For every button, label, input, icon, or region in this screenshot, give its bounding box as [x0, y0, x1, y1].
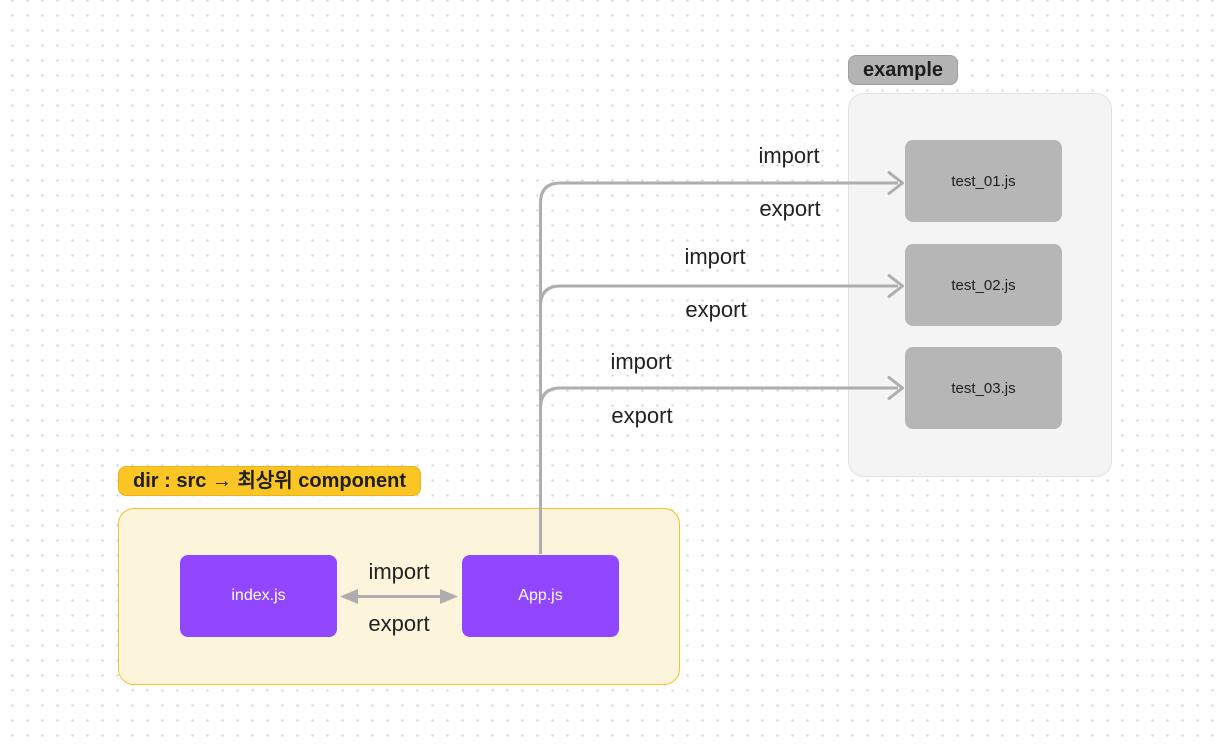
- file-node-label: index.js: [231, 587, 286, 604]
- src-section-label[interactable]: dir : src → 최상위 component: [118, 466, 422, 496]
- file-node-app[interactable]: App.js: [462, 555, 619, 637]
- file-node-label: App.js: [518, 587, 563, 604]
- label-export-test01[interactable]: export: [759, 196, 821, 221]
- label-export-index-app[interactable]: export: [368, 611, 430, 636]
- file-node-test01[interactable]: test_01.js: [905, 140, 1062, 222]
- example-section-label[interactable]: example: [848, 55, 959, 85]
- file-node-label: test_03.js: [951, 379, 1016, 397]
- label-import-test03[interactable]: import: [610, 349, 672, 374]
- file-node-test02[interactable]: test_02.js: [905, 244, 1062, 326]
- file-node-index[interactable]: index.js: [180, 555, 337, 637]
- label-export-test03[interactable]: export: [611, 403, 673, 428]
- file-node-test03[interactable]: test_03.js: [905, 347, 1062, 429]
- label-import-test02[interactable]: import: [684, 244, 746, 269]
- connector-line: [539, 181, 898, 554]
- label-import-index-app[interactable]: import: [368, 559, 430, 584]
- file-node-label: test_02.js: [951, 276, 1016, 294]
- label-import-test01[interactable]: import: [758, 143, 820, 168]
- file-node-label: test_01.js: [951, 172, 1016, 190]
- label-export-test02[interactable]: export: [685, 297, 747, 322]
